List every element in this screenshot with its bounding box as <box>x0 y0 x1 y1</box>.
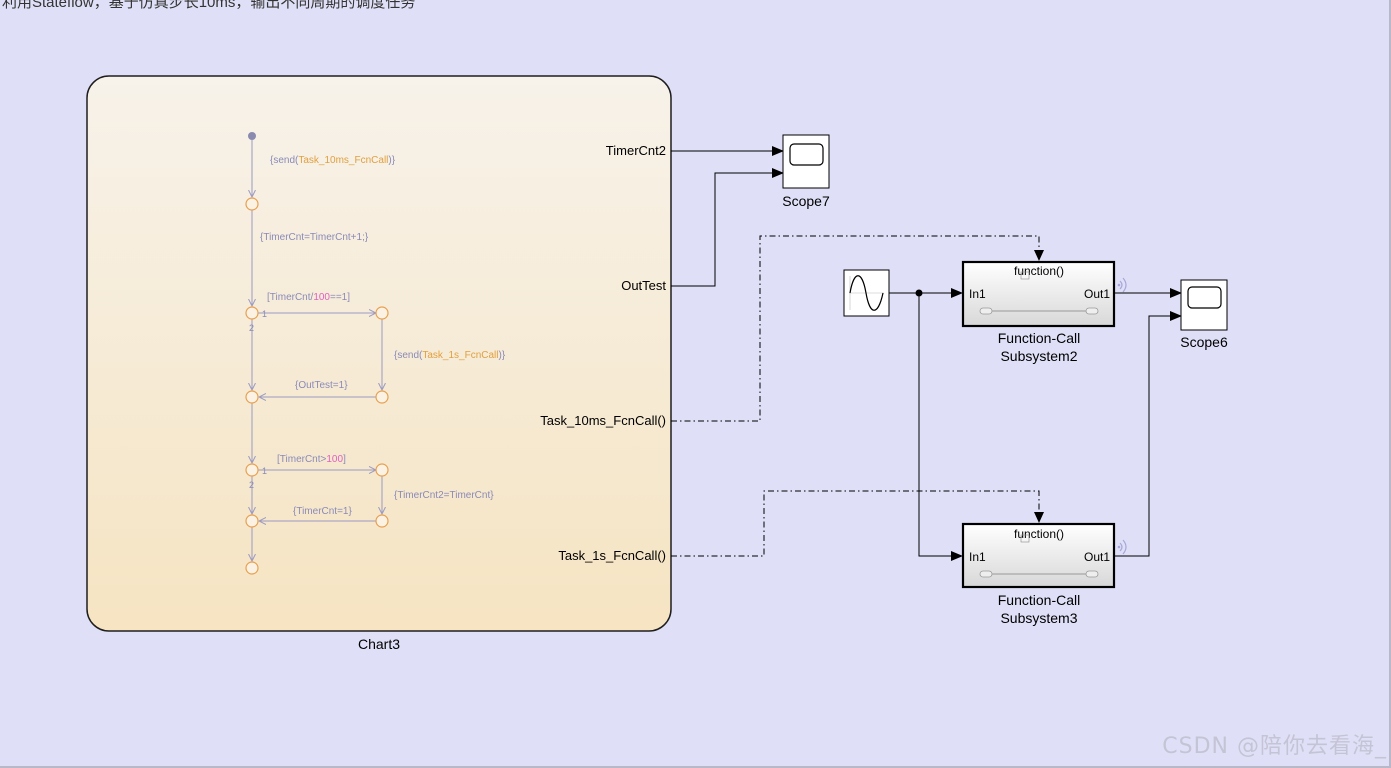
transition-label-assign[interactable]: {TimerCnt2=TimerCnt} <box>394 490 494 501</box>
signal-line-sine-to-sub3[interactable] <box>918 293 963 561</box>
transition-label-increment[interactable]: {TimerCnt=TimerCnt+1;} <box>260 232 369 243</box>
canvas-bottom-border <box>0 766 1391 768</box>
subsystem2-name-line2: Subsystem2 <box>1000 348 1077 364</box>
chart-name-label: Chart3 <box>358 636 400 652</box>
transition-label-outtest[interactable]: {OutTest=1} <box>295 380 348 391</box>
sine-wave-icon <box>849 275 884 311</box>
priority-label: 1 <box>262 466 267 476</box>
scope6-label: Scope6 <box>1180 334 1228 350</box>
priority-label: 2 <box>249 323 254 333</box>
csdn-watermark: CSDN @陪你去看海_ <box>1162 734 1387 759</box>
junction[interactable] <box>245 514 259 528</box>
default-transition-dot <box>248 132 256 140</box>
scope-screen-icon <box>789 143 824 166</box>
sine-wave-block[interactable] <box>843 269 890 317</box>
stateflow-chart-block[interactable]: Chart3 TimerCnt2 OutTest Task_10ms_FcnCa… <box>86 75 672 652</box>
junction[interactable] <box>375 514 389 528</box>
junction[interactable] <box>375 390 389 404</box>
subsystem2-in-label: In1 <box>969 287 986 301</box>
junction[interactable] <box>245 306 259 320</box>
model-annotation: 利用Stateflow，基于仿真步长10ms，输出不同周期的调度任务 <box>2 0 416 11</box>
port-label-outtest: OutTest <box>621 278 666 293</box>
transition-label-reset[interactable]: {TimerCnt=1} <box>293 506 352 517</box>
subsystem3-out-label: Out1 <box>1084 550 1110 564</box>
function-call-line-10ms[interactable] <box>671 235 1040 422</box>
signal-lines[interactable] <box>671 146 1182 561</box>
transition-label-cond-1s[interactable]: [TimerCnt/100==1] <box>267 292 350 303</box>
transition-label-send-1s[interactable]: {send(Task_1s_FcnCall)} <box>394 350 506 361</box>
trigger-port-icon <box>1020 534 1030 543</box>
priority-label: 1 <box>262 309 267 319</box>
subsystem2-name-line1: Function-Call <box>998 330 1080 346</box>
slider-knob-icon <box>1085 570 1099 578</box>
port-label-task-1s: Task_1s_FcnCall() <box>558 548 666 563</box>
trigger-arrow-icon <box>1034 512 1044 523</box>
transition-label-send-10ms[interactable]: {send(Task_10ms_FcnCall)} <box>270 155 396 166</box>
priority-label: 2 <box>249 480 254 490</box>
canvas-right-border <box>1389 0 1391 768</box>
signal-log-icon <box>1117 539 1127 555</box>
signal-line-outtest[interactable] <box>671 168 784 287</box>
subsystem3-name-line2: Subsystem3 <box>1000 610 1077 626</box>
subsystem2-trigger-label: function() <box>1014 264 1064 278</box>
slider-knob-icon <box>1085 307 1099 315</box>
function-call-line-1s[interactable] <box>671 490 1040 557</box>
subsystem3-in-label: In1 <box>969 550 986 564</box>
function-call-subsystem2[interactable]: function() In1 Out1 Function-Call Subsys… <box>961 260 1116 364</box>
port-label-timercnt2: TimerCnt2 <box>606 143 666 158</box>
function-call-subsystem3[interactable]: function() In1 Out1 Function-Call Subsys… <box>961 522 1116 626</box>
scope6-block[interactable]: Scope6 <box>1180 279 1228 350</box>
junction[interactable] <box>245 561 259 575</box>
junction[interactable] <box>245 197 259 211</box>
subsystem3-trigger-label: function() <box>1014 527 1064 541</box>
junction[interactable] <box>375 306 389 320</box>
scope7-label: Scope7 <box>782 193 830 209</box>
subsystem3-name-line1: Function-Call <box>998 592 1080 608</box>
scope-screen-icon <box>1187 286 1222 309</box>
transition-label-cond-reset[interactable]: [TimerCnt>100] <box>277 454 346 465</box>
port-label-task-10ms: Task_10ms_FcnCall() <box>540 413 666 428</box>
junction[interactable] <box>245 390 259 404</box>
signal-log-icon <box>1117 277 1127 293</box>
signal-line-sub3-to-scope6[interactable] <box>1115 311 1182 557</box>
subsystem2-out-label: Out1 <box>1084 287 1110 301</box>
trigger-arrow-icon <box>1034 250 1044 261</box>
junction[interactable] <box>375 463 389 477</box>
branch-point <box>915 289 923 297</box>
scope7-block[interactable]: Scope7 <box>782 134 830 209</box>
slider-knob-icon <box>979 570 993 578</box>
junction[interactable] <box>245 463 259 477</box>
flow-graph[interactable] <box>248 132 382 561</box>
trigger-port-icon <box>1020 271 1030 280</box>
slider-knob-icon <box>979 307 993 315</box>
